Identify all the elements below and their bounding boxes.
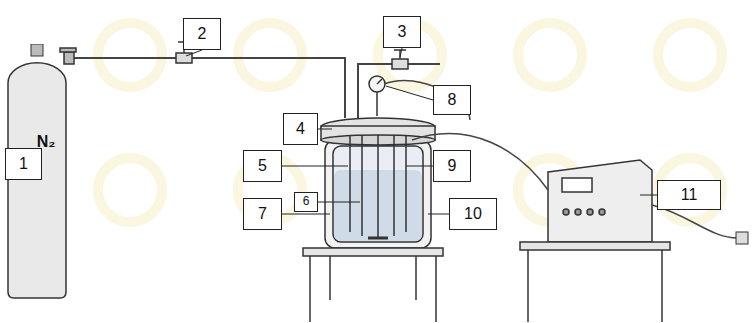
callout-number: 10 — [464, 205, 482, 223]
valve-symbol — [392, 50, 408, 69]
cylinder-valve — [60, 48, 76, 64]
table — [303, 248, 443, 322]
callout-box: 9 — [433, 150, 471, 182]
callout-number: 7 — [258, 205, 267, 223]
callout-number: 3 — [398, 23, 407, 41]
callout-box: 8 — [433, 85, 471, 115]
temperature-controller — [548, 160, 652, 242]
callout-number: 9 — [448, 157, 457, 175]
callout-box: 6 — [294, 192, 318, 212]
cylinder-body — [8, 63, 66, 298]
table — [520, 242, 670, 322]
callout-number: 11 — [681, 186, 698, 204]
callout-box: 7 — [243, 198, 282, 230]
callout-number: 2 — [198, 25, 207, 43]
callout-box: 4 — [283, 113, 318, 145]
pressure-gauge — [369, 76, 385, 116]
callout-number: 8 — [448, 91, 457, 109]
callout-box: 10 — [449, 198, 497, 230]
callout-number: 4 — [296, 120, 305, 138]
leader-line — [42, 48, 657, 214]
callout-box: 2 — [183, 18, 221, 50]
callout-box: 1 — [5, 148, 42, 180]
callout-number: 5 — [258, 157, 267, 175]
callout-box: 11 — [657, 180, 721, 210]
callout-box: 5 — [243, 150, 282, 182]
gas-pipe — [70, 58, 440, 118]
callout-box: 3 — [383, 16, 421, 48]
cylinder-neck — [31, 44, 43, 56]
power-plug — [736, 232, 748, 244]
callout-number: 6 — [303, 195, 310, 208]
cable — [384, 80, 738, 238]
callout-number: 1 — [19, 155, 28, 173]
